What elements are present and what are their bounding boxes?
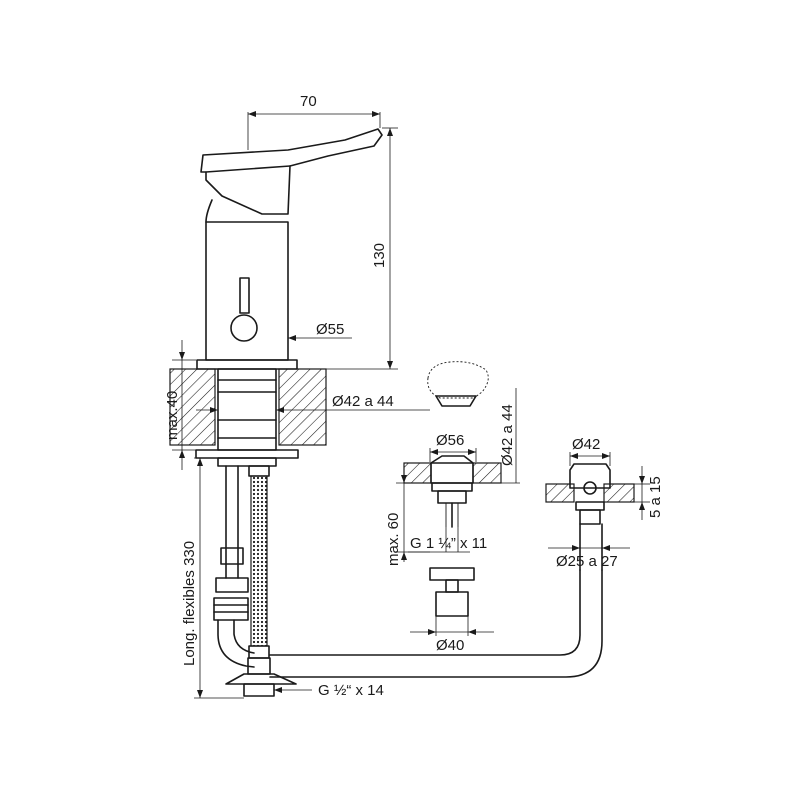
neck-curve [205,199,213,223]
countertop-section [169,368,327,467]
plug [435,395,477,407]
label-range-5-15: 5 a 15 [647,476,664,518]
body-cylinder [205,221,289,361]
label-max-40: max.40 [164,391,181,440]
label-diameter-42-right: Ø42 [572,436,600,453]
mixer-body [196,128,383,370]
lever-handle [200,128,383,215]
dimension-lines [172,111,650,699]
supply-hoses [213,465,297,697]
pop-up-waste [403,361,502,617]
dimension-labels: 70 130 Ø55 max.40 Ø42 a 44 Long. flexibl… [164,93,664,699]
label-width-70: 70 [300,93,317,110]
label-diameter-25-27: Ø25 a 27 [556,553,618,570]
lift-rod-knob [230,314,258,342]
label-diameter-42-44-main: Ø42 a 44 [332,393,394,410]
label-diameter-40: Ø40 [436,637,464,654]
cold-water-pipe [269,569,603,678]
label-thread-half: G ½“ x 14 [318,682,384,699]
base-flange [196,359,298,370]
chain [427,361,489,399]
label-height-130: 130 [371,243,388,268]
lift-rod [239,277,250,314]
label-diameter-42-44-waste: Ø42 a 44 [499,404,516,466]
label-diameter-56: Ø56 [436,432,464,449]
label-thread-1-quarter: G 1 ¼” x 11 [410,535,487,552]
label-diameter-55: Ø55 [316,321,344,338]
label-max-60: max. 60 [385,513,402,566]
label-hose-length: Long. flexibles 330 [181,541,198,666]
